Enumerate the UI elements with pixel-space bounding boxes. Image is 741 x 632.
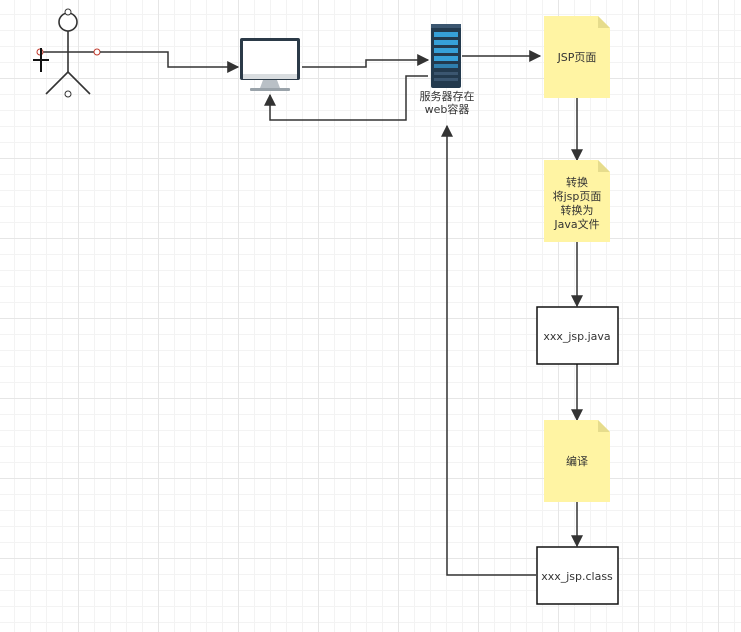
edge-server-to-computer[interactable]	[264, 75, 428, 121]
user-actor-icon[interactable]	[36, 8, 101, 98]
java-file-box[interactable]: xxx_jsp.java	[536, 306, 619, 365]
java-file-label: xxx_jsp.java	[543, 330, 610, 343]
convert-note[interactable]: 转换 将jsp页面 转换为 Java文件	[544, 160, 610, 242]
convert-label-line3: 转换为	[561, 203, 594, 217]
edge-computer-to-server[interactable]	[302, 54, 430, 68]
convert-label-line4: Java文件	[553, 217, 599, 231]
edge-user-to-computer[interactable]	[100, 51, 240, 73]
server-label-line1: 服务器存在	[420, 89, 475, 103]
convert-label-line1: 转换	[566, 175, 588, 189]
jsp-page-label: JSP页面	[557, 51, 597, 64]
server-tower-icon[interactable]	[431, 24, 461, 88]
edge-class-file-to-server[interactable]	[441, 124, 536, 576]
move-cursor-icon	[33, 48, 49, 72]
computer-monitor-icon[interactable]	[240, 38, 300, 91]
class-file-box[interactable]: xxx_jsp.class	[536, 546, 619, 605]
server-label-line2: web容器	[425, 102, 470, 116]
compile-label: 编译	[566, 454, 588, 468]
compile-note[interactable]: 编译	[544, 420, 610, 502]
class-file-label: xxx_jsp.class	[541, 570, 613, 583]
convert-label-line2: 将jsp页面	[553, 190, 602, 203]
jsp-page-note[interactable]: JSP页面	[544, 16, 610, 98]
